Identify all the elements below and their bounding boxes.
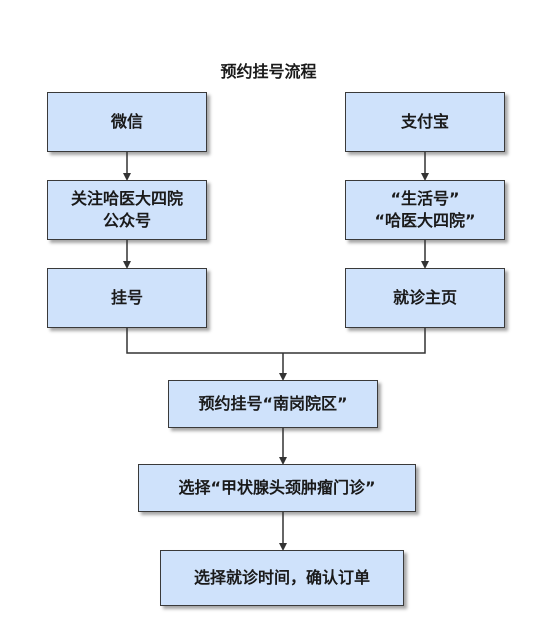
book-appointment-box: 预约挂号“南岗院区”: [168, 380, 378, 428]
life-account-line1: “生活号”: [390, 189, 460, 208]
wechat-box: 微信: [47, 92, 207, 152]
diagram-title: 预约挂号流程: [220, 62, 317, 81]
wechat-label: 微信: [110, 112, 143, 131]
alipay-label: 支付宝: [400, 112, 449, 131]
life-account-line2: “哈医大四院”: [374, 211, 476, 230]
select-clinic-label: 选择“甲状腺头颈肿瘤门诊”: [178, 478, 376, 497]
confirm-order-label: 选择就诊时间，确认订单: [193, 568, 370, 587]
select-clinic-box: 选择“甲状腺头颈肿瘤门诊”: [138, 464, 416, 512]
visit-homepage-label: 就诊主页: [392, 288, 457, 307]
merge-line: [126, 328, 426, 354]
visit-homepage-box: 就诊主页: [345, 268, 505, 328]
book-appointment-label: 预约挂号“南岗院区”: [198, 394, 348, 413]
follow-official-account-line2: 公众号: [102, 211, 151, 230]
follow-official-account-line1: 关注哈医大四院: [70, 189, 183, 208]
follow-official-account-box: 关注哈医大四院 公众号: [47, 180, 207, 240]
register-box: 挂号: [47, 268, 207, 328]
register-label: 挂号: [110, 288, 143, 307]
alipay-box: 支付宝: [345, 92, 505, 152]
